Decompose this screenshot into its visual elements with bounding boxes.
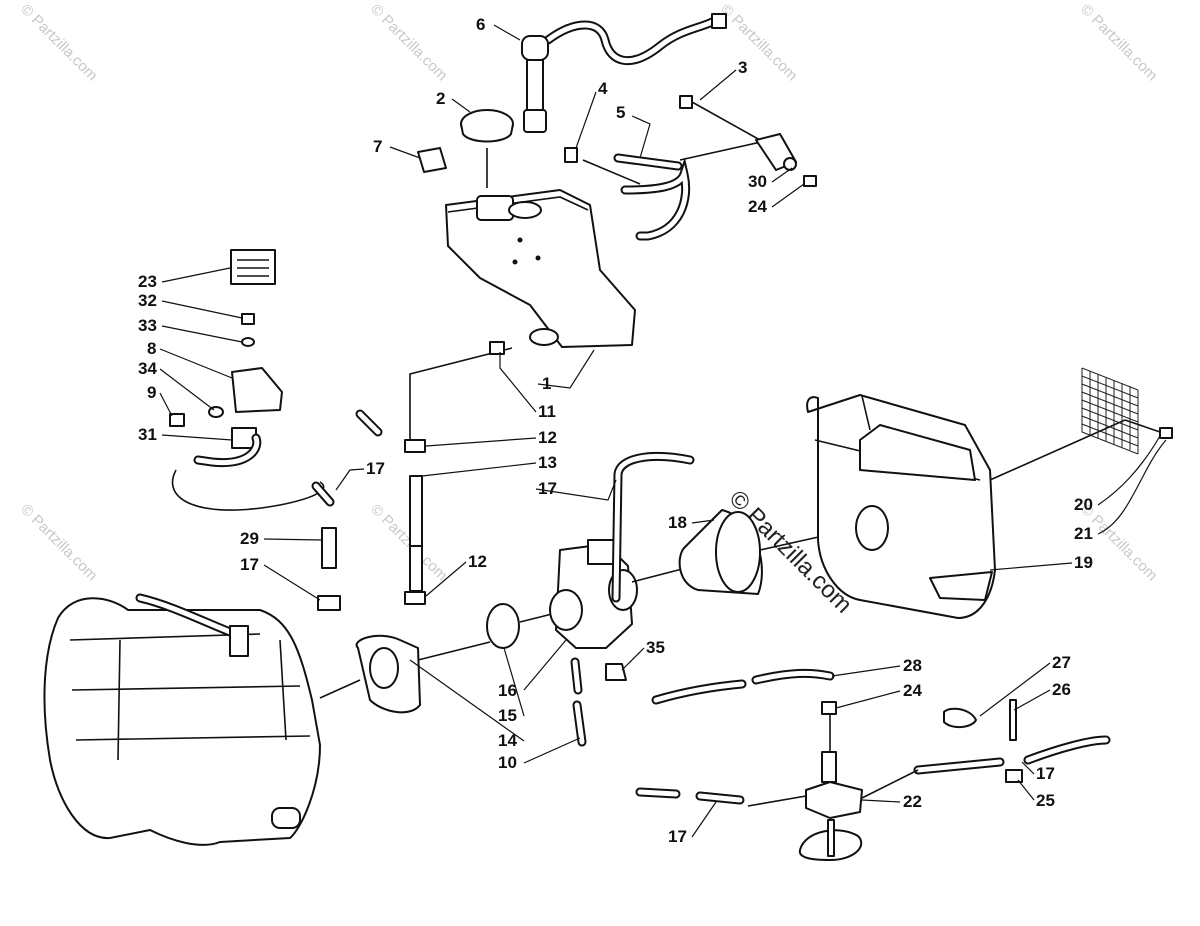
callout-5: 5 (616, 103, 625, 122)
callout-6: 6 (476, 15, 485, 34)
screen-mesh (1081, 367, 1139, 455)
callout-34: 34 (138, 359, 157, 378)
callout-22: 22 (903, 792, 922, 811)
callout-15: 15 (498, 706, 517, 725)
watermark: © Partzilla.com (17, 1, 100, 84)
callout-33: 33 (138, 316, 157, 335)
engine (43, 593, 321, 846)
callout-32: 32 (138, 291, 157, 310)
callout-9: 9 (147, 383, 156, 402)
air-intake-boot (678, 509, 851, 595)
fuel-pump (635, 668, 1111, 861)
carburetor-assembly (319, 451, 695, 747)
fuel-tank (445, 189, 636, 348)
callout-31: 31 (138, 425, 157, 444)
callout-17: 17 (240, 555, 259, 574)
watermark: © Partzilla.com (367, 1, 450, 84)
air-silencer (806, 394, 1173, 619)
callout-11: 11 (538, 402, 556, 421)
callout-4: 4 (598, 79, 608, 98)
callout-28: 28 (903, 656, 922, 675)
callout-12: 12 (538, 428, 557, 447)
callout-3: 3 (738, 58, 747, 77)
gasket (417, 147, 447, 173)
callout-23: 23 (138, 272, 157, 291)
callout-16: 16 (498, 681, 517, 700)
callout-17: 17 (668, 827, 687, 846)
callout-25: 25 (1036, 791, 1055, 810)
callout-21: 21 (1074, 524, 1093, 543)
watermark: © Partzilla.com (717, 1, 800, 84)
fuel-line (404, 341, 513, 605)
callout-35: 35 (646, 638, 665, 657)
callout-27: 27 (1052, 653, 1071, 672)
callout-17: 17 (366, 459, 385, 478)
fuel-shutoff (169, 249, 383, 611)
callout-10: 10 (498, 753, 517, 772)
callout-17: 17 (1036, 764, 1055, 783)
callout-12: 12 (468, 552, 487, 571)
callout-24: 24 (903, 681, 922, 700)
watermark: © Partzilla.com (367, 501, 450, 584)
callout-19: 19 (1074, 553, 1093, 572)
callout-26: 26 (1052, 680, 1071, 699)
callout-20: 20 (1074, 495, 1093, 514)
callout-29: 29 (240, 529, 259, 548)
callout-13: 13 (538, 453, 557, 472)
watermark: © Partzilla.com (1077, 1, 1160, 84)
primer-assembly (521, 13, 727, 133)
watermark: © Partzilla.com (17, 501, 100, 584)
callout-24: 24 (748, 197, 767, 216)
callout-17: 17 (538, 479, 557, 498)
callout-30: 30 (748, 172, 767, 191)
vent-fittings (564, 95, 817, 241)
callout-18: 18 (668, 513, 687, 532)
callout-8: 8 (147, 339, 156, 358)
callout-7: 7 (373, 137, 382, 156)
leader-lines (159, 24, 1167, 838)
callout-14: 14 (498, 731, 517, 750)
callout-1: 1 (542, 374, 551, 393)
gas-cap (460, 109, 514, 188)
callout-2: 2 (436, 89, 445, 108)
